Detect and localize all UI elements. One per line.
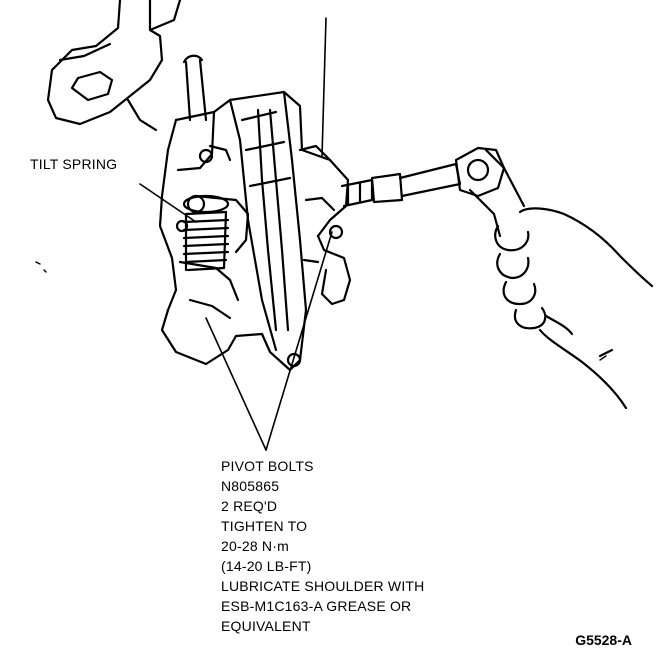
tilt-spring-icon bbox=[182, 194, 230, 272]
leader-tilt-spring bbox=[139, 183, 197, 223]
leader-pivot-bolt-left bbox=[205, 317, 267, 451]
pivot-bolts-grease-spec: ESB-M1C163-A GREASE OR bbox=[221, 598, 412, 614]
pivot-bolts-quantity: 2 REQ'D bbox=[221, 498, 278, 514]
pivot-bolts-part-number: N805865 bbox=[221, 478, 280, 494]
hand-icon bbox=[494, 207, 654, 410]
pivot-bolts-equivalent: EQUIVALENT bbox=[221, 618, 311, 634]
pivot-bolts-torque-metric: 20-28 N·m bbox=[221, 538, 289, 554]
upper-bracket bbox=[46, 0, 182, 132]
column-rod bbox=[182, 54, 208, 122]
column-housing bbox=[158, 90, 352, 372]
leader-pivot-bolt-right bbox=[265, 231, 333, 451]
pivot-bolts-torque-imperial: (14-20 LB-FT) bbox=[221, 558, 312, 574]
pivot-bolts-callout: PIVOT BOLTS N805865 2 REQ'D TIGHTEN TO 2… bbox=[221, 456, 424, 636]
leader-top bbox=[321, 17, 327, 157]
pivot-bolts-lubricate: LUBRICATE SHOULDER WITH bbox=[221, 578, 425, 594]
figure-id: G5528-A bbox=[575, 632, 632, 648]
print-specks bbox=[35, 261, 607, 361]
leader-lines bbox=[139, 17, 333, 451]
tilt-spring-label: TILT SPRING bbox=[30, 156, 118, 172]
ratchet-wrench-icon bbox=[340, 146, 526, 238]
pivot-bolts-title: PIVOT BOLTS bbox=[221, 458, 314, 474]
pivot-bolts-tighten: TIGHTEN TO bbox=[221, 518, 308, 534]
